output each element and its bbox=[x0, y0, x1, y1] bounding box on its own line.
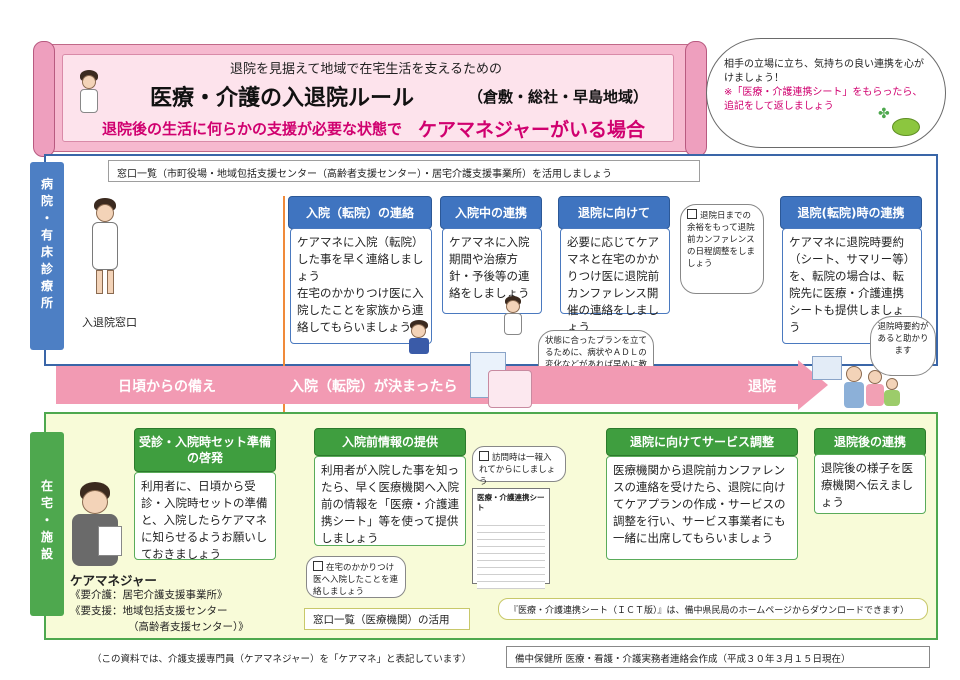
box-discharge-time-head: 退院(転院)時の連携 bbox=[780, 196, 922, 229]
caremanager-line-1: 《要介護：居宅介護支援事業所》 bbox=[70, 589, 228, 601]
side-char: 療 bbox=[40, 279, 53, 293]
band-label-daily: 日頃からの備え bbox=[118, 379, 216, 395]
side-char: 診 bbox=[40, 262, 53, 276]
side-char: 設 bbox=[40, 547, 53, 561]
side-char: 在 bbox=[40, 479, 53, 493]
side-char: 所 bbox=[40, 296, 53, 310]
note-doctor-contact: 在宅のかかりつけ医へ入院したことを連絡しましょう bbox=[306, 556, 406, 598]
ict-sheet-note: 『医療・介護連携シート（ＩＣＴ版）』は、備中県民局のホームページからダウンロード… bbox=[498, 598, 928, 620]
medical-window-list-note: 窓口一覧（医療機関）の活用 bbox=[304, 608, 470, 630]
liaison-sheet-label: 医療・介護連携シート bbox=[477, 493, 545, 512]
title-inner-panel bbox=[62, 54, 674, 142]
bird-icon bbox=[892, 118, 920, 136]
box-toward-discharge-head: 退院に向けて bbox=[558, 196, 670, 229]
box-admission-contact-body: ケアマネに入院（転院）した事を早く連絡しましょう 在宅のかかりつけ医に入院したこ… bbox=[290, 228, 432, 344]
box-prep-head: 受診・入院時セット準備の啓発 bbox=[134, 428, 276, 472]
title-condition-prefix: 退院後の生活に何らかの支援が必要な状態で bbox=[102, 120, 403, 138]
clover-icon: ✤ bbox=[878, 106, 890, 122]
caremanager-illustration bbox=[62, 482, 130, 568]
title-subtitle: 退院を見据えて地域で在宅生活を支えるための bbox=[230, 62, 502, 77]
caremanager-phone-illustration bbox=[406, 320, 432, 354]
family-discharge-illustration bbox=[806, 352, 904, 412]
side-char: ・ bbox=[40, 211, 53, 225]
home-side-label: 在 宅 ・ 施 設 bbox=[30, 432, 64, 616]
box-post-discharge-body: 退院後の様子を医療機関へ伝えましょう bbox=[814, 454, 926, 514]
note-doctor-text: 在宅のかかりつけ医へ入院したことを連絡しましょう bbox=[313, 563, 399, 597]
note-visit-text: 訪問時は一報入れてからにしましょう bbox=[479, 453, 556, 487]
box-pre-admission-info-body: 利用者が入院した事を知ったら、早く医療機関へ入院前の情報を「医療・介護連携シート… bbox=[314, 456, 466, 546]
note-summary-helpful: 退院時要約があると助かります bbox=[870, 316, 936, 376]
side-char: 病 bbox=[40, 177, 53, 191]
side-char: 床 bbox=[40, 245, 53, 259]
caremanager-title: ケアマネジャー bbox=[70, 573, 157, 588]
title-region: （倉敷・総社・早島地域） bbox=[468, 88, 649, 106]
side-char: 施 bbox=[40, 530, 53, 544]
nurse-small-illustration bbox=[502, 296, 524, 336]
side-char: 院 bbox=[40, 194, 53, 208]
band-label-admission: 入院（転院）が決まったら bbox=[290, 379, 458, 395]
box-during-stay-head: 入院中の連携 bbox=[440, 196, 542, 229]
scroll-roll-right bbox=[685, 41, 707, 157]
checkbox-icon bbox=[313, 561, 323, 571]
note-visit-call: 訪問時は一報入れてからにしましょう bbox=[472, 446, 566, 487]
title-nurse-illustration bbox=[78, 70, 100, 122]
hospital-side-label: 病 院 ・ 有 床 診 療 所 bbox=[30, 162, 64, 350]
scroll-roll-left bbox=[33, 41, 55, 157]
footer-author: 備中保健所 医療・看護・介護実務者連絡会作成（平成３０年３月１５日現在） bbox=[506, 646, 930, 668]
nurse-illustration bbox=[84, 198, 124, 298]
box-service-coordination-body: 医療機関から退院前カンファレンスの連絡を受けたら、退院に向けてケアプランの作成・… bbox=[606, 456, 798, 560]
timeline-band bbox=[56, 366, 798, 404]
desk-label: 入退院窓口 bbox=[82, 316, 137, 329]
cloud-text-2: ※「医療・介護連携シート」をもらったら、追記をして返しましょう bbox=[724, 87, 923, 112]
note-discharge-date-text: 退院日までの余裕をもって退院前カンファレンスの日程調整をしましょう bbox=[687, 211, 756, 269]
note-discharge-date: 退院日までの余裕をもって退院前カンファレンスの日程調整をしましょう bbox=[680, 204, 764, 294]
page-title: 医療・介護の入退院ルール bbox=[150, 86, 415, 111]
window-list-note: 窓口一覧（市町役場・地域包括支援センター（高齢者支援センター）・居宅介護支援事業… bbox=[108, 160, 700, 182]
title-condition-main: ケアマネジャーがいる場合 bbox=[418, 119, 646, 141]
cloud-text-1: 相手の立場に立ち、気持ちの良い連携を心がけましょう！ bbox=[724, 59, 924, 84]
box-service-coordination-head: 退院に向けてサービス調整 bbox=[606, 428, 798, 456]
caremanager-line-2: 《要支援：地域包括支援センター bbox=[70, 605, 228, 617]
side-char: 有 bbox=[40, 228, 53, 242]
checkbox-icon bbox=[479, 451, 489, 461]
liaison-sheet-document: 医療・介護連携シート bbox=[472, 488, 550, 589]
band-label-discharge: 退院 bbox=[748, 379, 776, 395]
box-pre-admission-info-head: 入院前情報の提供 bbox=[314, 428, 466, 456]
box-during-stay-body: ケアマネに入院期間や治療方針・予後等の連絡をしましょう bbox=[442, 228, 542, 314]
side-char: ・ bbox=[40, 513, 53, 527]
note-summary-text: 退院時要約があると助かります bbox=[877, 322, 929, 356]
box-toward-discharge-body: 必要に応じてケアマネと在宅のかかりつけ医に退院前カンファレンス開催の連絡をしまし… bbox=[560, 228, 670, 334]
home-side-text: 在 宅 ・ 施 設 bbox=[30, 432, 64, 563]
side-char: 宅 bbox=[40, 496, 53, 510]
box-post-discharge-head: 退院後の連携 bbox=[814, 428, 926, 456]
box-prep-body: 利用者に、日頃から受診・入院時セットの準備と、入院したらケアマネに知らせるようお… bbox=[134, 472, 276, 561]
footer-abbreviation-note: （この資料では、介護支援専門員（ケアマネジャー）を「ケアマネ」と表記しています） bbox=[92, 654, 472, 665]
patient-bed-illustration bbox=[488, 370, 532, 408]
caremanager-line-3: （高齢者支援センター）》 bbox=[128, 621, 249, 633]
hospital-side-text: 病 院 ・ 有 床 診 療 所 bbox=[30, 162, 64, 312]
checkbox-icon bbox=[687, 209, 697, 219]
box-admission-contact-head: 入院（転院）の連絡 bbox=[288, 196, 432, 229]
